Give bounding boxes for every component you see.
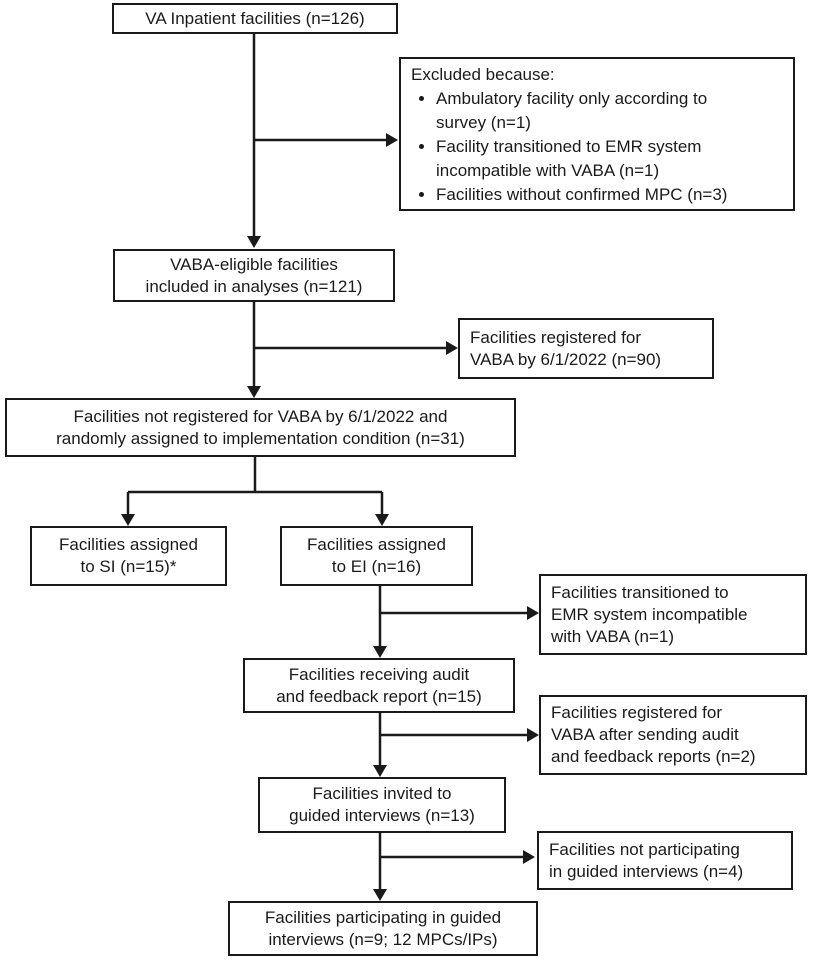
box-assigned-si-line1: Facilities assigned (59, 535, 198, 554)
box-assigned-ei-line2: to EI (n=16) (331, 557, 422, 576)
box-emr-transition-line1: Facilities transitioned to (551, 582, 729, 602)
box-not-participating-line1: Facilities not participating (549, 839, 740, 859)
box-assigned-si-line2: to SI (n=15)* (80, 557, 177, 576)
arrowhead-audit-to-invited (373, 765, 387, 777)
box-not-registered-line2: randomly assigned to implementation cond… (56, 428, 465, 448)
box-emr-transition: Facilities transitioned to EMR system in… (539, 574, 807, 655)
box-audit-feedback: Facilities receiving audit and feedback … (243, 658, 515, 713)
box-not-registered-line1: Facilities not registered for VABA by 6/… (73, 406, 448, 426)
arrowhead-inpatient-to-eligible (247, 236, 261, 248)
box-registered-after-line3: and feedback reports (n=2) (551, 747, 756, 766)
arrowhead-invited-to-participating (373, 889, 387, 901)
box-va-inpatient-facilities-text: VA Inpatient facilities (n=126) (145, 8, 365, 28)
box-registered-after-line1: Facilities registered for (551, 703, 723, 722)
box-registered-by-date-line1: Facilities registered for (470, 327, 642, 347)
excluded-bullet-emr: Facility transitioned to EMR system inco… (436, 135, 751, 183)
box-vaba-eligible-line2: included in analyses (n=121) (145, 276, 363, 296)
box-assigned-ei-line1: Facilities assigned (307, 535, 446, 554)
arrowhead-eligible-to-not-registered (247, 386, 261, 398)
arrowhead-split-to-si (121, 514, 135, 526)
box-audit-feedback-line1: Facilities receiving audit (288, 664, 470, 684)
box-registered-after-sending: Facilities registered for VABA after sen… (539, 695, 807, 775)
box-participating-interviews: Facilities participating in guided inter… (228, 901, 538, 956)
box-excluded-reasons: Excluded because: Ambulatory facility on… (399, 57, 795, 211)
arrowhead-branch-to-registered-by (446, 341, 458, 355)
box-not-participating: Facilities not participating in guided i… (537, 831, 793, 890)
excluded-bullet-ambulatory: Ambulatory facility only according to su… (436, 87, 751, 135)
box-va-inpatient-facilities: VA Inpatient facilities (n=126) (112, 3, 398, 34)
arrowhead-branch-to-excluded (386, 133, 398, 147)
excluded-title: Excluded because: (411, 65, 555, 84)
box-registered-by-date: Facilities registered for VABA by 6/1/20… (458, 318, 714, 379)
box-emr-transition-line2: EMR system incompatible (551, 604, 748, 624)
box-emr-transition-line3: with VABA (n=1) (551, 626, 674, 646)
box-assigned-ei: Facilities assigned to EI (n=16) (280, 526, 473, 586)
box-invited-interviews: Facilities invited to guided interviews … (258, 777, 506, 833)
arrowhead-branch-to-registered-after (527, 728, 539, 742)
box-participating-line1: Facilities participating in guided (264, 907, 502, 927)
excluded-bullet-mpc: Facilities without confirmed MPC (n=3) (436, 183, 751, 207)
box-registered-after-line2: VABA after sending audit (551, 725, 739, 744)
arrowhead-ei-to-audit (373, 646, 387, 658)
arrow-split-randomization (126, 457, 384, 516)
box-invited-line1: Facilities invited to (312, 784, 452, 803)
arrowhead-branch-to-emr (527, 606, 539, 620)
arrowhead-branch-to-not-participating (523, 850, 535, 864)
excluded-bullet-list: Ambulatory facility only according to su… (411, 87, 751, 207)
box-participating-line2: interviews (n=9; 12 MPCs/IPs) (268, 929, 498, 949)
arrowhead-split-to-ei (375, 514, 389, 526)
box-not-registered-randomized: Facilities not registered for VABA by 6/… (5, 398, 516, 457)
box-vaba-eligible: VABA-eligible facilities included in ana… (113, 249, 395, 302)
box-not-participating-line2: in guided interviews (n=4) (549, 861, 744, 881)
box-registered-by-date-line2: VABA by 6/1/2022 (n=90) (470, 349, 662, 369)
box-audit-feedback-line2: and feedback report (n=15) (276, 686, 482, 706)
box-invited-line2: guided interviews (n=13) (289, 806, 475, 825)
box-vaba-eligible-line1: VABA-eligible facilities (170, 254, 338, 274)
box-assigned-si: Facilities assigned to SI (n=15)* (30, 526, 227, 586)
